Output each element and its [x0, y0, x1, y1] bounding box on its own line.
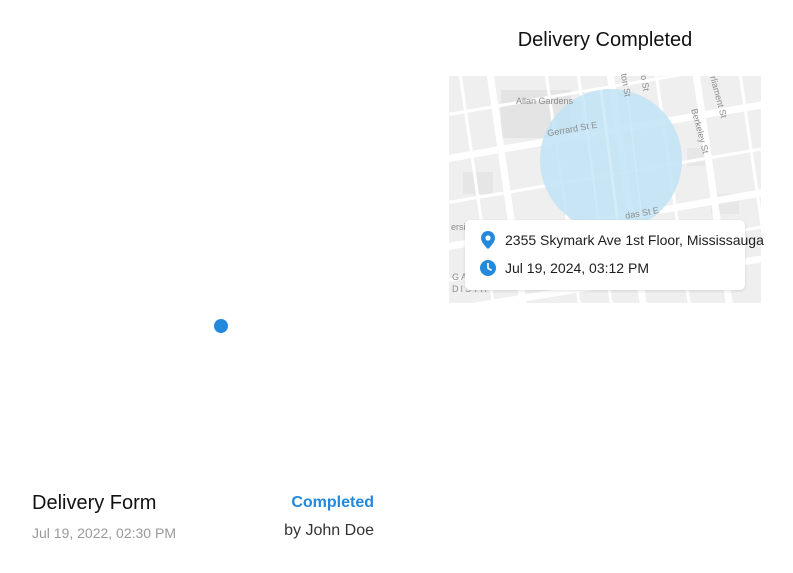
form-author: by John Doe: [284, 522, 374, 539]
timeline-dot: [214, 319, 228, 333]
address-row: 2355 Skymark Ave 1st Floor, Mississauga: [479, 230, 764, 250]
delivery-map-card[interactable]: Allan Gardens Gerrard St E ton St o St B…: [438, 56, 780, 317]
clock-icon: [479, 259, 497, 277]
form-title: Delivery Form: [32, 492, 157, 514]
map-label-ersit: ersit: [451, 222, 469, 232]
delivery-time: Jul 19, 2024, 03:12 PM: [505, 260, 649, 276]
time-row: Jul 19, 2024, 03:12 PM: [479, 258, 735, 278]
delivery-info-panel: 2355 Skymark Ave 1st Floor, Mississauga …: [465, 220, 764, 290]
delivery-address: 2355 Skymark Ave 1st Floor, Mississauga: [505, 232, 764, 248]
form-timestamp: Jul 19, 2022, 02:30 PM: [32, 525, 176, 541]
map-label-district1: GA: [452, 272, 470, 282]
map-label-park: Allan Gardens: [516, 96, 574, 106]
form-entry[interactable]: Delivery Form Jul 19, 2022, 02:30 PM Com…: [32, 490, 376, 550]
status-badge: Completed: [291, 494, 374, 511]
map-pin-icon: [479, 231, 497, 249]
delivery-card-title: Delivery Completed: [517, 29, 693, 51]
